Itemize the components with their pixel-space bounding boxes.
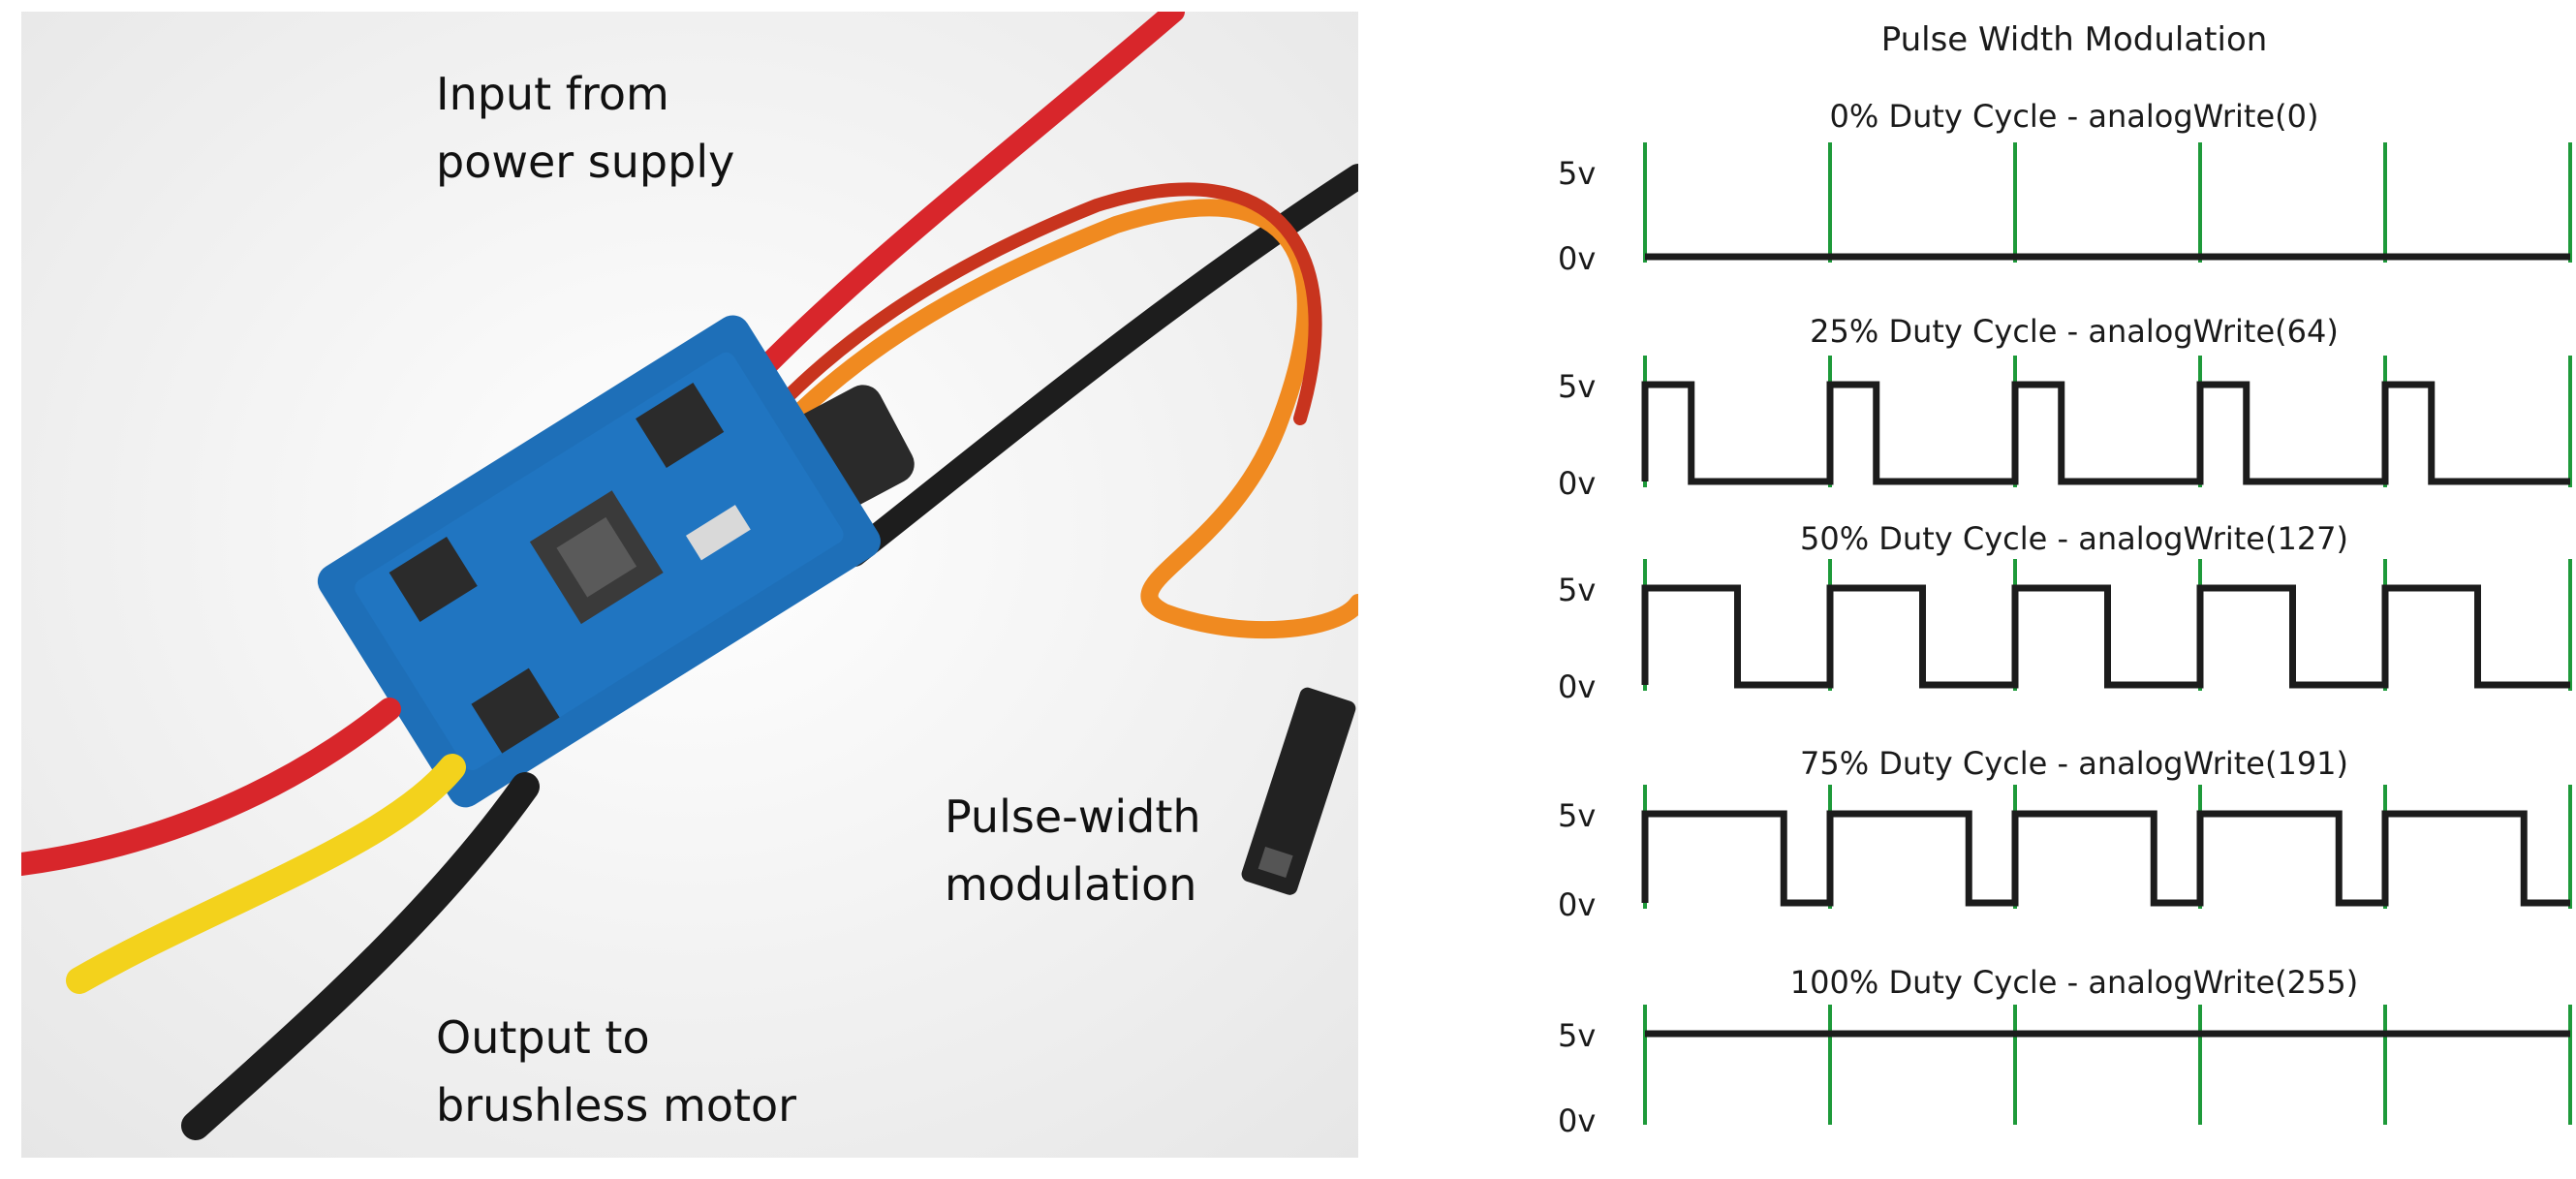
- pwm-panel-caption: 75% Duty Cycle - analogWrite(191): [1800, 745, 2348, 782]
- annotation-pulse-line1: Pulse-width: [945, 791, 1201, 843]
- annotation-input-from-power-supply: Input from power supply: [436, 60, 734, 196]
- pwm-panel-caption: 100% Duty Cycle - analogWrite(255): [1790, 964, 2358, 1001]
- pwm-panel-2: 50% Duty Cycle - analogWrite(127) 5v 0v: [1558, 520, 2572, 705]
- pwm-panel-1: 25% Duty Cycle - analogWrite(64) 5v 0v: [1558, 313, 2572, 502]
- pwm-diagram: Pulse Width Modulation 0% Duty Cycle - a…: [1558, 20, 2572, 1139]
- annotation-input-line2: power supply: [436, 136, 735, 188]
- pwm-panel-caption: 25% Duty Cycle - analogWrite(64): [1810, 313, 2339, 350]
- high-voltage-label: 5v: [1558, 368, 1596, 405]
- esc-circuit-board: [317, 315, 881, 808]
- annotation-pulse-width-modulation: Pulse-width modulation: [945, 783, 1201, 918]
- low-voltage-label: 0v: [1558, 1102, 1596, 1139]
- annotation-output-to-brushless-motor: Output to brushless motor: [436, 1004, 796, 1139]
- annotation-input-line1: Input from: [436, 68, 669, 120]
- pwm-waveform: [1641, 810, 2570, 907]
- annotation-output-line2: brushless motor: [436, 1079, 797, 1132]
- annotation-pulse-line2: modulation: [945, 858, 1197, 911]
- pwm-panel-0: 0% Duty Cycle - analogWrite(0) 5v 0v: [1558, 98, 2572, 277]
- low-voltage-label: 0v: [1558, 668, 1596, 705]
- pwm-panel-3: 75% Duty Cycle - analogWrite(191) 5v 0v: [1558, 745, 2572, 923]
- pwm-waveform: [1641, 584, 2570, 689]
- pwm-panel-caption: 50% Duty Cycle - analogWrite(127): [1800, 520, 2348, 557]
- high-voltage-label: 5v: [1558, 155, 1596, 192]
- yellow-output-wire: [66, 754, 466, 994]
- annotation-output-line1: Output to: [436, 1011, 650, 1064]
- pwm-panel-4: 100% Duty Cycle - analogWrite(255) 5v 0v: [1558, 964, 2572, 1139]
- low-voltage-label: 0v: [1558, 886, 1596, 923]
- pwm-title: Pulse Width Modulation: [1881, 20, 2268, 59]
- red-output-wire: [21, 698, 401, 876]
- esc-photo: [21, 12, 1358, 1158]
- servo-wire-orange: [739, 199, 1358, 639]
- high-voltage-label: 5v: [1558, 572, 1596, 608]
- servo-connector: [1241, 687, 1356, 895]
- low-voltage-label: 0v: [1558, 465, 1596, 502]
- high-voltage-label: 5v: [1558, 1017, 1596, 1054]
- low-voltage-label: 0v: [1558, 240, 1596, 277]
- pwm-waveform: [1641, 381, 2570, 485]
- high-voltage-label: 5v: [1558, 797, 1596, 834]
- pwm-panel-caption: 0% Duty Cycle - analogWrite(0): [1830, 98, 2319, 135]
- servo-wire-red: [727, 182, 1322, 464]
- black-output-wire: [181, 772, 540, 1140]
